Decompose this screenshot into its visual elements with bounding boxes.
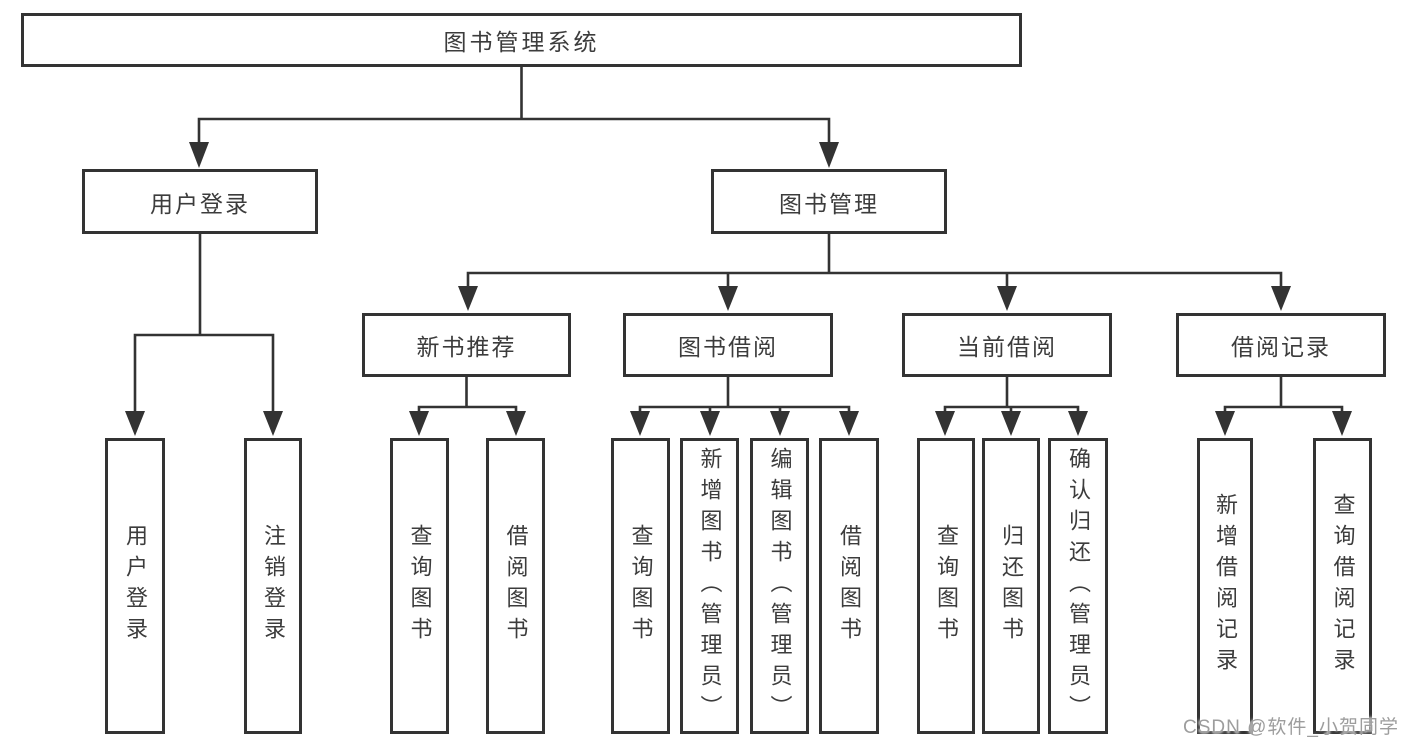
node-leaf-query-books-borrow: 查询图书 bbox=[611, 438, 670, 734]
leaf-label: 借阅图书 bbox=[503, 524, 529, 648]
node-borrow-record: 借阅记录 bbox=[1176, 313, 1386, 377]
leaf-label: 借阅图书 bbox=[837, 524, 862, 648]
node-user-login: 用户登录 bbox=[82, 169, 318, 234]
node-root-label: 图书管理系统 bbox=[443, 29, 600, 55]
leaf-label: 查询图书 bbox=[934, 524, 959, 648]
node-new-book-recommend: 新书推荐 bbox=[362, 313, 571, 377]
leaf-label: 归还图书 bbox=[999, 524, 1024, 648]
node-book-borrow: 图书借阅 bbox=[623, 313, 833, 377]
node-leaf-borrow-books: 借阅图书 bbox=[819, 438, 879, 734]
leaf-label: 查询借阅记录 bbox=[1330, 493, 1356, 679]
node-leaf-query-books-recommend: 查询图书 bbox=[390, 438, 449, 734]
node-leaf-borrow-books-recommend: 借阅图书 bbox=[486, 438, 545, 734]
node-book-management: 图书管理 bbox=[711, 169, 947, 234]
node-current-borrow-label: 当前借阅 bbox=[957, 334, 1057, 360]
node-leaf-query-borrow-record: 查询借阅记录 bbox=[1313, 438, 1372, 734]
leaf-label: 确认归还（管理员） bbox=[1066, 446, 1091, 726]
watermark: CSDN @软件_小贺同学 bbox=[1183, 717, 1399, 738]
node-book-management-label: 图书管理 bbox=[779, 190, 879, 217]
node-leaf-user-login: 用户登录 bbox=[105, 438, 165, 734]
leaf-label: 注销登录 bbox=[261, 524, 286, 648]
node-new-book-recommend-label: 新书推荐 bbox=[416, 334, 517, 360]
leaf-label: 用户登录 bbox=[123, 524, 148, 648]
leaf-label: 新增图书（管理员） bbox=[697, 446, 723, 726]
node-leaf-query-books-current: 查询图书 bbox=[917, 438, 975, 734]
leaf-label: 查询图书 bbox=[407, 524, 433, 648]
node-leaf-add-books-admin: 新增图书（管理员） bbox=[680, 438, 739, 734]
node-leaf-logout: 注销登录 bbox=[244, 438, 302, 734]
node-borrow-record-label: 借阅记录 bbox=[1231, 334, 1331, 360]
node-leaf-edit-books-admin: 编辑图书（管理员） bbox=[750, 438, 809, 734]
leaf-label: 编辑图书（管理员） bbox=[767, 446, 793, 726]
leaf-label: 查询图书 bbox=[628, 524, 654, 648]
node-leaf-confirm-return-admin: 确认归还（管理员） bbox=[1048, 438, 1108, 734]
node-book-borrow-label: 图书借阅 bbox=[678, 334, 778, 360]
node-leaf-add-borrow-record: 新增借阅记录 bbox=[1197, 438, 1253, 734]
node-current-borrow: 当前借阅 bbox=[902, 313, 1112, 377]
node-root: 图书管理系统 bbox=[21, 13, 1022, 67]
node-leaf-return-books: 归还图书 bbox=[982, 438, 1040, 734]
leaf-label: 新增借阅记录 bbox=[1213, 493, 1238, 679]
node-user-login-label: 用户登录 bbox=[150, 190, 250, 217]
